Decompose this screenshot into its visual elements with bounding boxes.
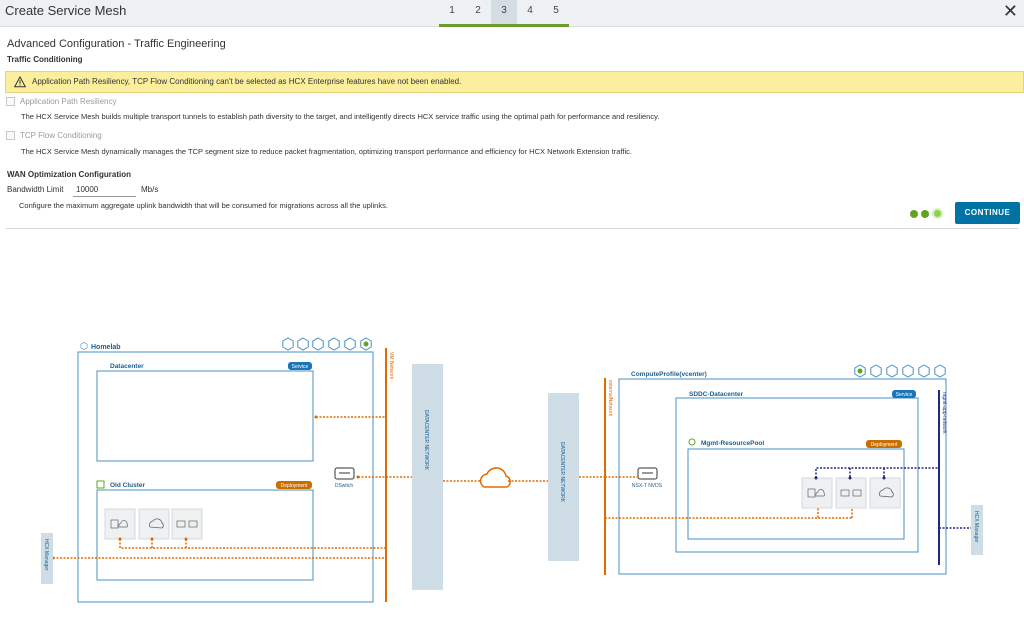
app-path-resiliency-checkbox[interactable] (6, 97, 15, 106)
traffic-conditioning-heading: Traffic Conditioning (7, 55, 83, 64)
warning-icon (14, 76, 26, 88)
progress-dots (910, 208, 943, 219)
service-badge (288, 362, 312, 370)
progress-dot (921, 209, 929, 218)
compute-profile-label: ComputeProfile(vcenter) (631, 371, 707, 378)
old-cluster-label: Old Cluster (110, 482, 146, 489)
target-deployment-badge (866, 440, 902, 448)
dswitch-icon (334, 467, 355, 480)
option-app-path-resiliency: Application Path Resiliency (6, 97, 117, 106)
mgmt-network-label: mgmt-app-network (941, 392, 947, 434)
divider (6, 228, 1018, 229)
target-service-badge-text: Service (896, 392, 913, 398)
service-icons (282, 337, 372, 351)
step-1[interactable]: 1 (439, 0, 465, 27)
mgmt-connectors (815, 467, 971, 529)
tcp-flow-conditioning-checkbox[interactable] (6, 131, 15, 140)
resource-pool-box (687, 448, 905, 540)
target-hcx-manager (971, 505, 983, 555)
right-datacenter-network (548, 393, 579, 561)
continue-button[interactable]: CONTINUE (955, 202, 1020, 224)
step-5[interactable]: 5 (543, 0, 569, 27)
datacenter-label: Datacenter (110, 363, 144, 370)
resource-pool-icon (688, 438, 696, 446)
app-path-resiliency-description: The HCX Service Mesh builds multiple tra… (21, 112, 660, 121)
alert-text: Application Path Resiliency, TCP Flow Co… (32, 77, 462, 86)
bandwidth-limit-input[interactable] (73, 182, 136, 197)
service-badge-text: Service (292, 364, 309, 370)
vm-network-label: VM Network (388, 352, 394, 380)
mgmt-dots (814, 476, 886, 480)
resource-pool-label: Mgmt-ResourcePool (701, 440, 764, 447)
left-datacenter-network (412, 364, 443, 590)
wizard-header: Create Service Mesh 1 2 3 4 5 ✕ (0, 0, 1024, 27)
target-appliance-tiles (801, 477, 901, 509)
datacenter-box (96, 370, 314, 462)
cluster-icon (96, 480, 105, 489)
appliance-tiles (104, 508, 203, 540)
sddc-datacenter-label: SDDC-Datacenter (689, 391, 744, 398)
app-path-resiliency-label: Application Path Resiliency (20, 97, 117, 106)
nvds-label: NSX-T NVDS (632, 483, 663, 489)
nvds-switch-icon (637, 467, 658, 480)
progress-dot-current (932, 208, 943, 219)
step-3[interactable]: 3 (491, 0, 517, 27)
deployment-badge (276, 481, 312, 489)
section-title: Advanced Configuration - Traffic Enginee… (7, 38, 226, 50)
step-indicator: 1 2 3 4 5 (439, 0, 569, 27)
bandwidth-unit: Mb/s (141, 185, 159, 194)
tcp-flow-conditioning-description: The HCX Service Mesh dynamically manages… (21, 147, 632, 156)
option-tcp-flow-conditioning: TCP Flow Conditioning (6, 131, 102, 140)
left-datacenter-network-label: DATACENTER NETWORK (423, 410, 429, 471)
progress-dot (910, 209, 918, 218)
target-connectors (605, 476, 853, 519)
wan-optimization-heading: WAN Optimization Configuration (7, 170, 131, 179)
warning-alert: Application Path Resiliency, TCP Flow Co… (5, 71, 1024, 93)
bandwidth-limit-label: Bandwidth Limit (7, 185, 64, 194)
right-datacenter-network-label: DATACENTER NETWORK (559, 442, 565, 503)
target-service-icons (854, 364, 946, 378)
target-service-badge (892, 390, 916, 398)
homelab-icon (80, 342, 88, 350)
close-icon[interactable]: ✕ (1002, 1, 1018, 21)
target-deployment-badge-text: Deployment (871, 442, 898, 448)
step-4[interactable]: 4 (517, 0, 543, 27)
source-hcx-manager-label: HCX Manager (43, 539, 49, 571)
wan-cloud-icon (479, 467, 511, 488)
target-hcx-manager-label: HCX Manager (973, 511, 979, 543)
step-2[interactable]: 2 (465, 0, 491, 27)
tcp-flow-conditioning-label: TCP Flow Conditioning (20, 131, 102, 140)
deployment-badge-text: Deployment (281, 483, 308, 489)
source-hcx-manager (41, 533, 53, 584)
external-network-label: externalNetwork (607, 380, 613, 417)
homelab-label: Homelab (91, 344, 121, 351)
dialog-title: Create Service Mesh (5, 3, 127, 18)
dswitch-label: DSwitch (335, 483, 354, 489)
topology-diagram: Homelab Datacenter Service Old Cluster D… (41, 337, 983, 603)
bandwidth-description: Configure the maximum aggregate uplink b… (19, 201, 388, 210)
